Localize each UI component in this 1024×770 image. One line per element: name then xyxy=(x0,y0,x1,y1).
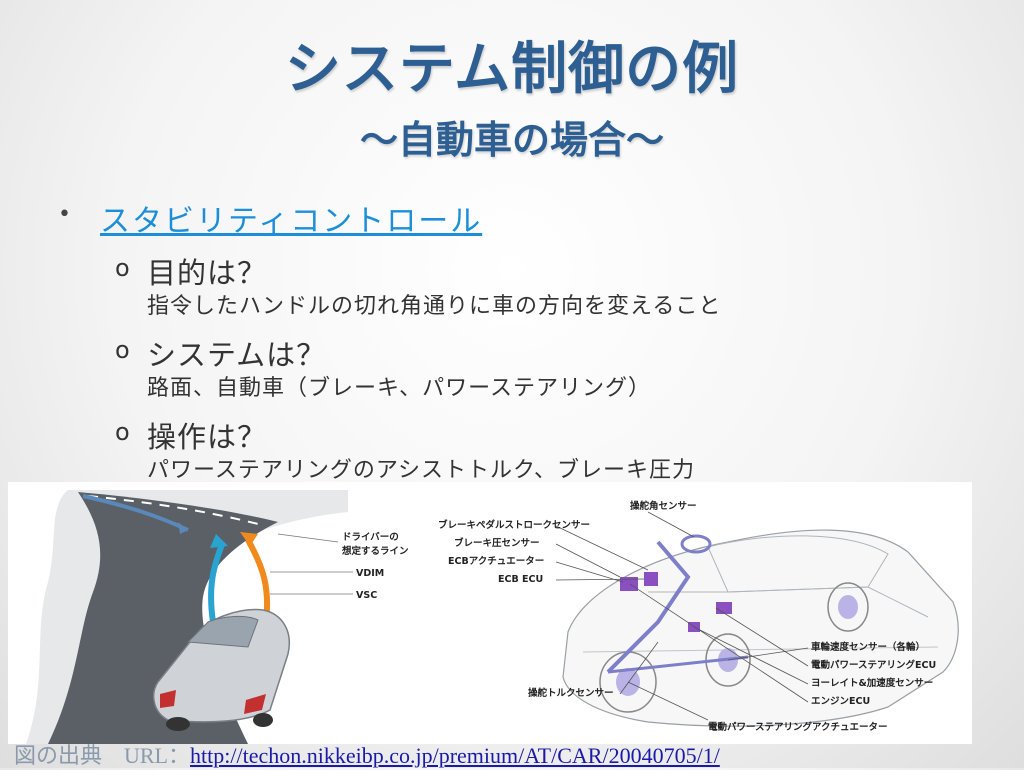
silver-car-icon xyxy=(152,608,290,731)
bullet-dot: • xyxy=(58,202,71,227)
slide-subtitle: ～自動車の場合～ xyxy=(359,118,664,162)
label-wheel-speed-sensor: 車輪速度センサー（各輪） xyxy=(811,641,925,653)
label-steering-torque-sensor: 操舵トルクセンサー xyxy=(528,687,614,699)
sub-bullet-marker: o xyxy=(115,336,130,364)
label-yaw-rate-sensor: ヨーレイト&加速度センサー xyxy=(811,677,933,689)
label-steering-angle-sensor: 操舵角センサー xyxy=(630,500,697,512)
sub-bullet-marker: o xyxy=(115,254,130,282)
label-engine-ecu: エンジンECU xyxy=(811,696,870,707)
sub-item-question: 操作は？ xyxy=(147,420,268,454)
car-cutaway-diagram: 操舵角センサー ブレーキペダルストロークセンサー ブレーキ圧センサー ECBアク… xyxy=(438,500,959,733)
vdim-line xyxy=(208,540,226,623)
stability-control-link[interactable]: スタビリティコントロール xyxy=(100,204,483,239)
sub-item-answer: 路面、自動車（ブレーキ、パワーステアリング） xyxy=(147,376,652,401)
label-brake-pressure-sensor: ブレーキ圧センサー xyxy=(454,537,540,549)
caption-prefix: 図の出典 URL： xyxy=(14,743,191,768)
label-eps-ecu: 電動パワーステアリングECU xyxy=(811,659,936,671)
label-driver-line-1: ドライバーの xyxy=(342,531,399,543)
sub-bullet-marker: o xyxy=(115,418,130,446)
steering-wheel-icon xyxy=(680,534,712,554)
label-driver-line-2: 想定するライン xyxy=(341,545,409,557)
label-brake-pedal-stroke-sensor: ブレーキペダルストロークセンサー xyxy=(438,519,590,531)
label-vsc: VSC xyxy=(356,590,377,601)
ecb-ecu-block xyxy=(644,572,658,586)
ecb-actuator-block xyxy=(620,577,638,591)
label-ecb-ecu: ECB ECU xyxy=(498,574,543,585)
sub-item-question: 目的は？ xyxy=(147,256,268,290)
label-eps-actuator: 電動パワーステアリングアクチュエーター xyxy=(708,721,888,733)
sub-item-answer: パワーステアリングのアシストトルク、ブレーキ圧力 xyxy=(147,458,696,483)
source-url-link[interactable]: http://techon.nikkeibp.co.jp/premium/AT/… xyxy=(190,743,720,768)
label-ecb-actuator: ECBアクチュエーター xyxy=(448,555,544,567)
steering-column xyxy=(606,540,691,674)
road-illustration: ドライバーの 想定するライン VDIM VSC xyxy=(26,490,409,744)
driver-line xyxy=(82,494,189,532)
label-vdim: VDIM xyxy=(356,568,384,579)
figure-source-caption: 図の出典 URL：http://techon.nikkeibp.co.jp/pr… xyxy=(14,738,720,770)
slide-title: システム制御の例 xyxy=(284,37,740,102)
sub-item-answer: 指令したハンドルの切れ角通りに車の方向を変えること xyxy=(147,294,722,319)
vehicle-stability-figure: ドライバーの 想定するライン VDIM VSC xyxy=(8,482,972,744)
sub-item-question: システムは？ xyxy=(147,338,327,372)
